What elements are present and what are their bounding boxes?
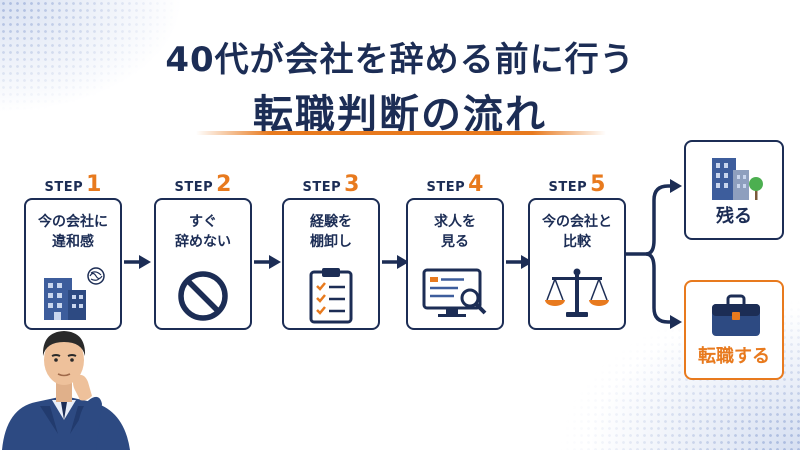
step-1-word: STEP [44,180,84,195]
step-4-box: 求人を 見る [406,198,504,330]
clipboard-checklist-icon [309,268,353,324]
monitor-search-icon [422,268,487,317]
prohibited-icon [178,271,228,321]
branch-arrows [626,179,682,329]
step-2-number: 2 [216,172,232,197]
thinking-man-illustration [2,331,130,450]
arrow-3-4 [382,255,409,269]
balance-scale-icon [545,268,609,317]
step-5-text: 今の会社と 比較 [542,214,612,251]
office-building-icon [712,158,763,200]
step-2-text: すぐ 辞めない [175,214,231,251]
step-3-text: 経験を 棚卸し [310,214,352,251]
step-5-box: 今の会社と 比較 [528,198,626,330]
step-5-number: 5 [590,172,606,197]
step-3-number: 3 [344,172,360,197]
outcome-change-job-box: 転職する [684,280,784,380]
step-3-word: STEP [302,180,342,195]
title-underline [196,131,606,135]
arrow-1-2 [124,255,151,269]
briefcase-icon [712,294,760,336]
step-5-word: STEP [548,180,588,195]
step-2-word: STEP [174,180,214,195]
step-1-text: 今の会社に 違和感 [38,214,108,251]
title-line-2: 転職判断の流れ [253,92,547,138]
step-3-box: 経験を 棚卸し [282,198,380,330]
outcome-stay-box: 残る [684,140,784,240]
building-stress-icon [44,267,105,320]
step-4-number: 4 [468,172,484,197]
outcome-change-job-label: 転職する [698,346,770,367]
step-4-text: 求人を 見る [434,214,476,251]
step-4-word: STEP [426,180,466,195]
arrow-2-3 [254,255,281,269]
step-1-number: 1 [86,172,102,197]
step-1-box: 今の会社に 違和感 [24,198,122,330]
arrow-4-5 [506,255,533,269]
outcome-stay-label: 残る [716,206,752,227]
step-2-box: すぐ 辞めない [154,198,252,330]
title-line-1: 40代が会社を辞める前に行う [165,40,635,80]
